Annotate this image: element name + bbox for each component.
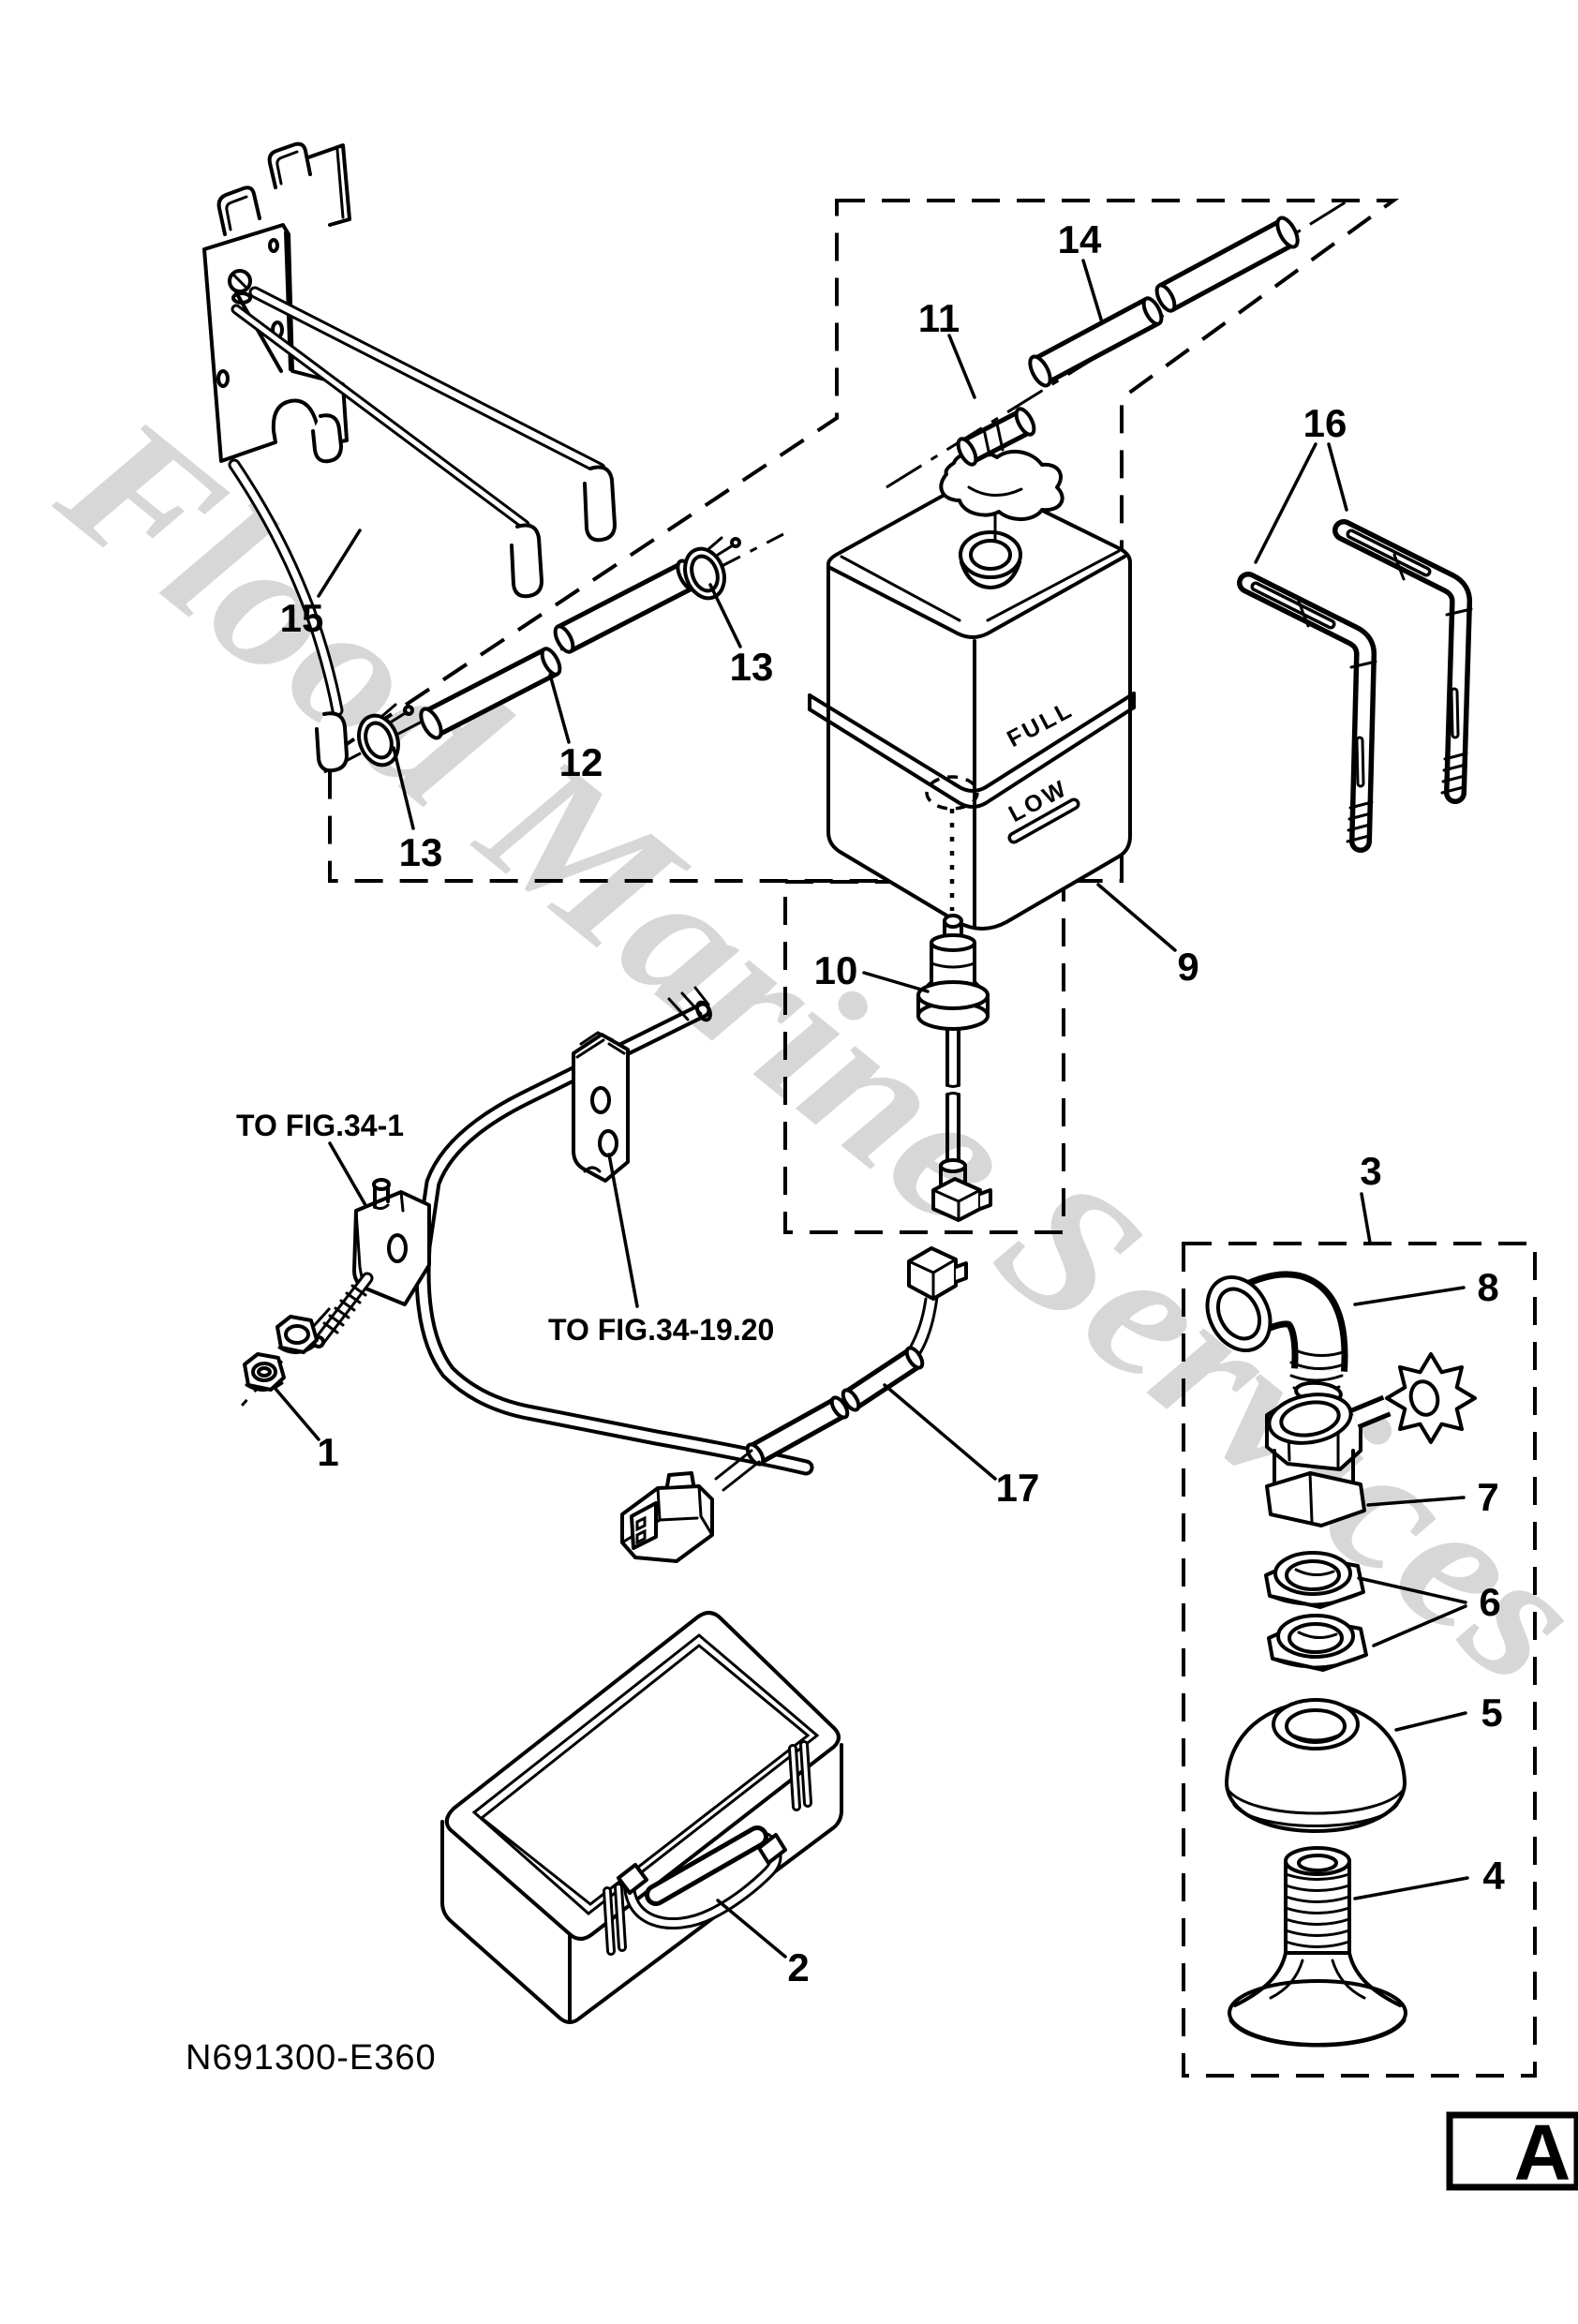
leader-17 xyxy=(883,1383,997,1481)
leader-ref-fig34-1 xyxy=(328,1141,367,1207)
bracket-hook xyxy=(510,523,543,599)
bracket-hook xyxy=(315,711,349,773)
leader-ref-fig34-19-20 xyxy=(607,1153,639,1308)
leader-3 xyxy=(1360,1192,1372,1244)
assembly-box-3 xyxy=(1182,1242,1537,2078)
callout-15: 15 xyxy=(280,596,324,640)
watermark: Flood Marine Services xyxy=(24,377,1578,1723)
callout-4: 4 xyxy=(1482,1854,1505,1898)
stud-bolt xyxy=(312,1272,374,1348)
sheet-letter: A xyxy=(1514,2108,1571,2197)
leader-8 xyxy=(1353,1286,1466,1306)
callout-6: 6 xyxy=(1479,1580,1500,1624)
callout-13-lower: 13 xyxy=(399,830,443,874)
callout-16: 16 xyxy=(1303,401,1347,445)
tool-box-2 xyxy=(440,1611,843,2024)
callout-9: 9 xyxy=(1177,945,1198,989)
nut-upper xyxy=(275,1315,319,1354)
leader-15 xyxy=(317,529,362,598)
bracket-hole xyxy=(268,238,279,253)
callout-labels: 15 13 12 13 14 11 16 10 9 3 8 7 17 1 6 5… xyxy=(236,217,1505,1989)
callout-11: 11 xyxy=(918,296,960,340)
callout-7: 7 xyxy=(1477,1475,1498,1519)
tool-box-latches xyxy=(603,1740,812,1956)
nut-1 xyxy=(243,1352,286,1392)
harness-connector-lower xyxy=(620,1471,714,1563)
tank-straps-16 xyxy=(1237,519,1473,853)
leader-12 xyxy=(548,673,571,744)
oil-tank: FULL LOW xyxy=(808,480,1136,931)
leader-13-upper xyxy=(708,583,742,648)
threaded-fitting-4 xyxy=(1228,1846,1407,2048)
leader-5 xyxy=(1394,1711,1467,1732)
leader-11 xyxy=(947,334,976,399)
wire-harness-17 xyxy=(620,1246,968,1563)
hose-clamp-13-lower xyxy=(357,703,414,767)
leader-14 xyxy=(1081,259,1104,324)
sheet-letter-box: A xyxy=(1446,2108,1578,2197)
assembly-box-9 xyxy=(328,199,1400,883)
bracket-hook xyxy=(583,465,617,543)
callout-13-upper: 13 xyxy=(730,645,774,689)
drain-valve-7 xyxy=(1265,1352,1477,1527)
leader-9 xyxy=(1096,883,1177,952)
filler-cap-11 xyxy=(939,407,1064,542)
elbow-fitting-8 xyxy=(1205,1271,1348,1405)
leader-7 xyxy=(1366,1496,1466,1507)
bracket-hole xyxy=(216,369,230,388)
callout-1: 1 xyxy=(317,1430,338,1474)
grommet-5 xyxy=(1225,1698,1407,1833)
figure-code: N691300-E360 xyxy=(186,2038,437,2078)
tool-box-handle xyxy=(617,1825,787,1930)
leader-4 xyxy=(1353,1876,1469,1900)
callout-3: 3 xyxy=(1360,1149,1381,1193)
callout-14: 14 xyxy=(1058,217,1102,261)
callout-10: 10 xyxy=(814,948,858,992)
leader-1 xyxy=(274,1387,320,1441)
callout-2: 2 xyxy=(787,1945,809,1989)
valve-handwheel xyxy=(1385,1352,1477,1444)
fitting-kit-3 xyxy=(1205,1271,1477,2048)
reference-fig34-1: TO FIG.34-1 xyxy=(236,1109,404,1142)
leader-6 xyxy=(1357,1576,1467,1647)
callout-17: 17 xyxy=(996,1466,1040,1510)
leader-13-lower xyxy=(392,746,415,830)
callout-5: 5 xyxy=(1481,1691,1502,1735)
leader-16 xyxy=(1254,442,1348,564)
callout-8: 8 xyxy=(1477,1265,1498,1309)
oil-level-sensor-10 xyxy=(916,914,992,1222)
hoses xyxy=(357,216,1300,767)
leader-10 xyxy=(862,971,930,993)
bracket-fig34-19-20 xyxy=(572,1031,630,1183)
reference-fig34-19-20: TO FIG.34-19.20 xyxy=(548,1313,774,1347)
leader-lines xyxy=(274,259,1469,1959)
bracket-15 xyxy=(202,142,617,773)
lock-nut-6b xyxy=(1267,1614,1368,1672)
hidden-grommet xyxy=(925,775,979,811)
leader-2 xyxy=(716,1899,787,1959)
hose-clamp-13-upper xyxy=(683,536,741,601)
callout-12: 12 xyxy=(559,740,603,784)
pipe-assembly xyxy=(243,986,814,1476)
